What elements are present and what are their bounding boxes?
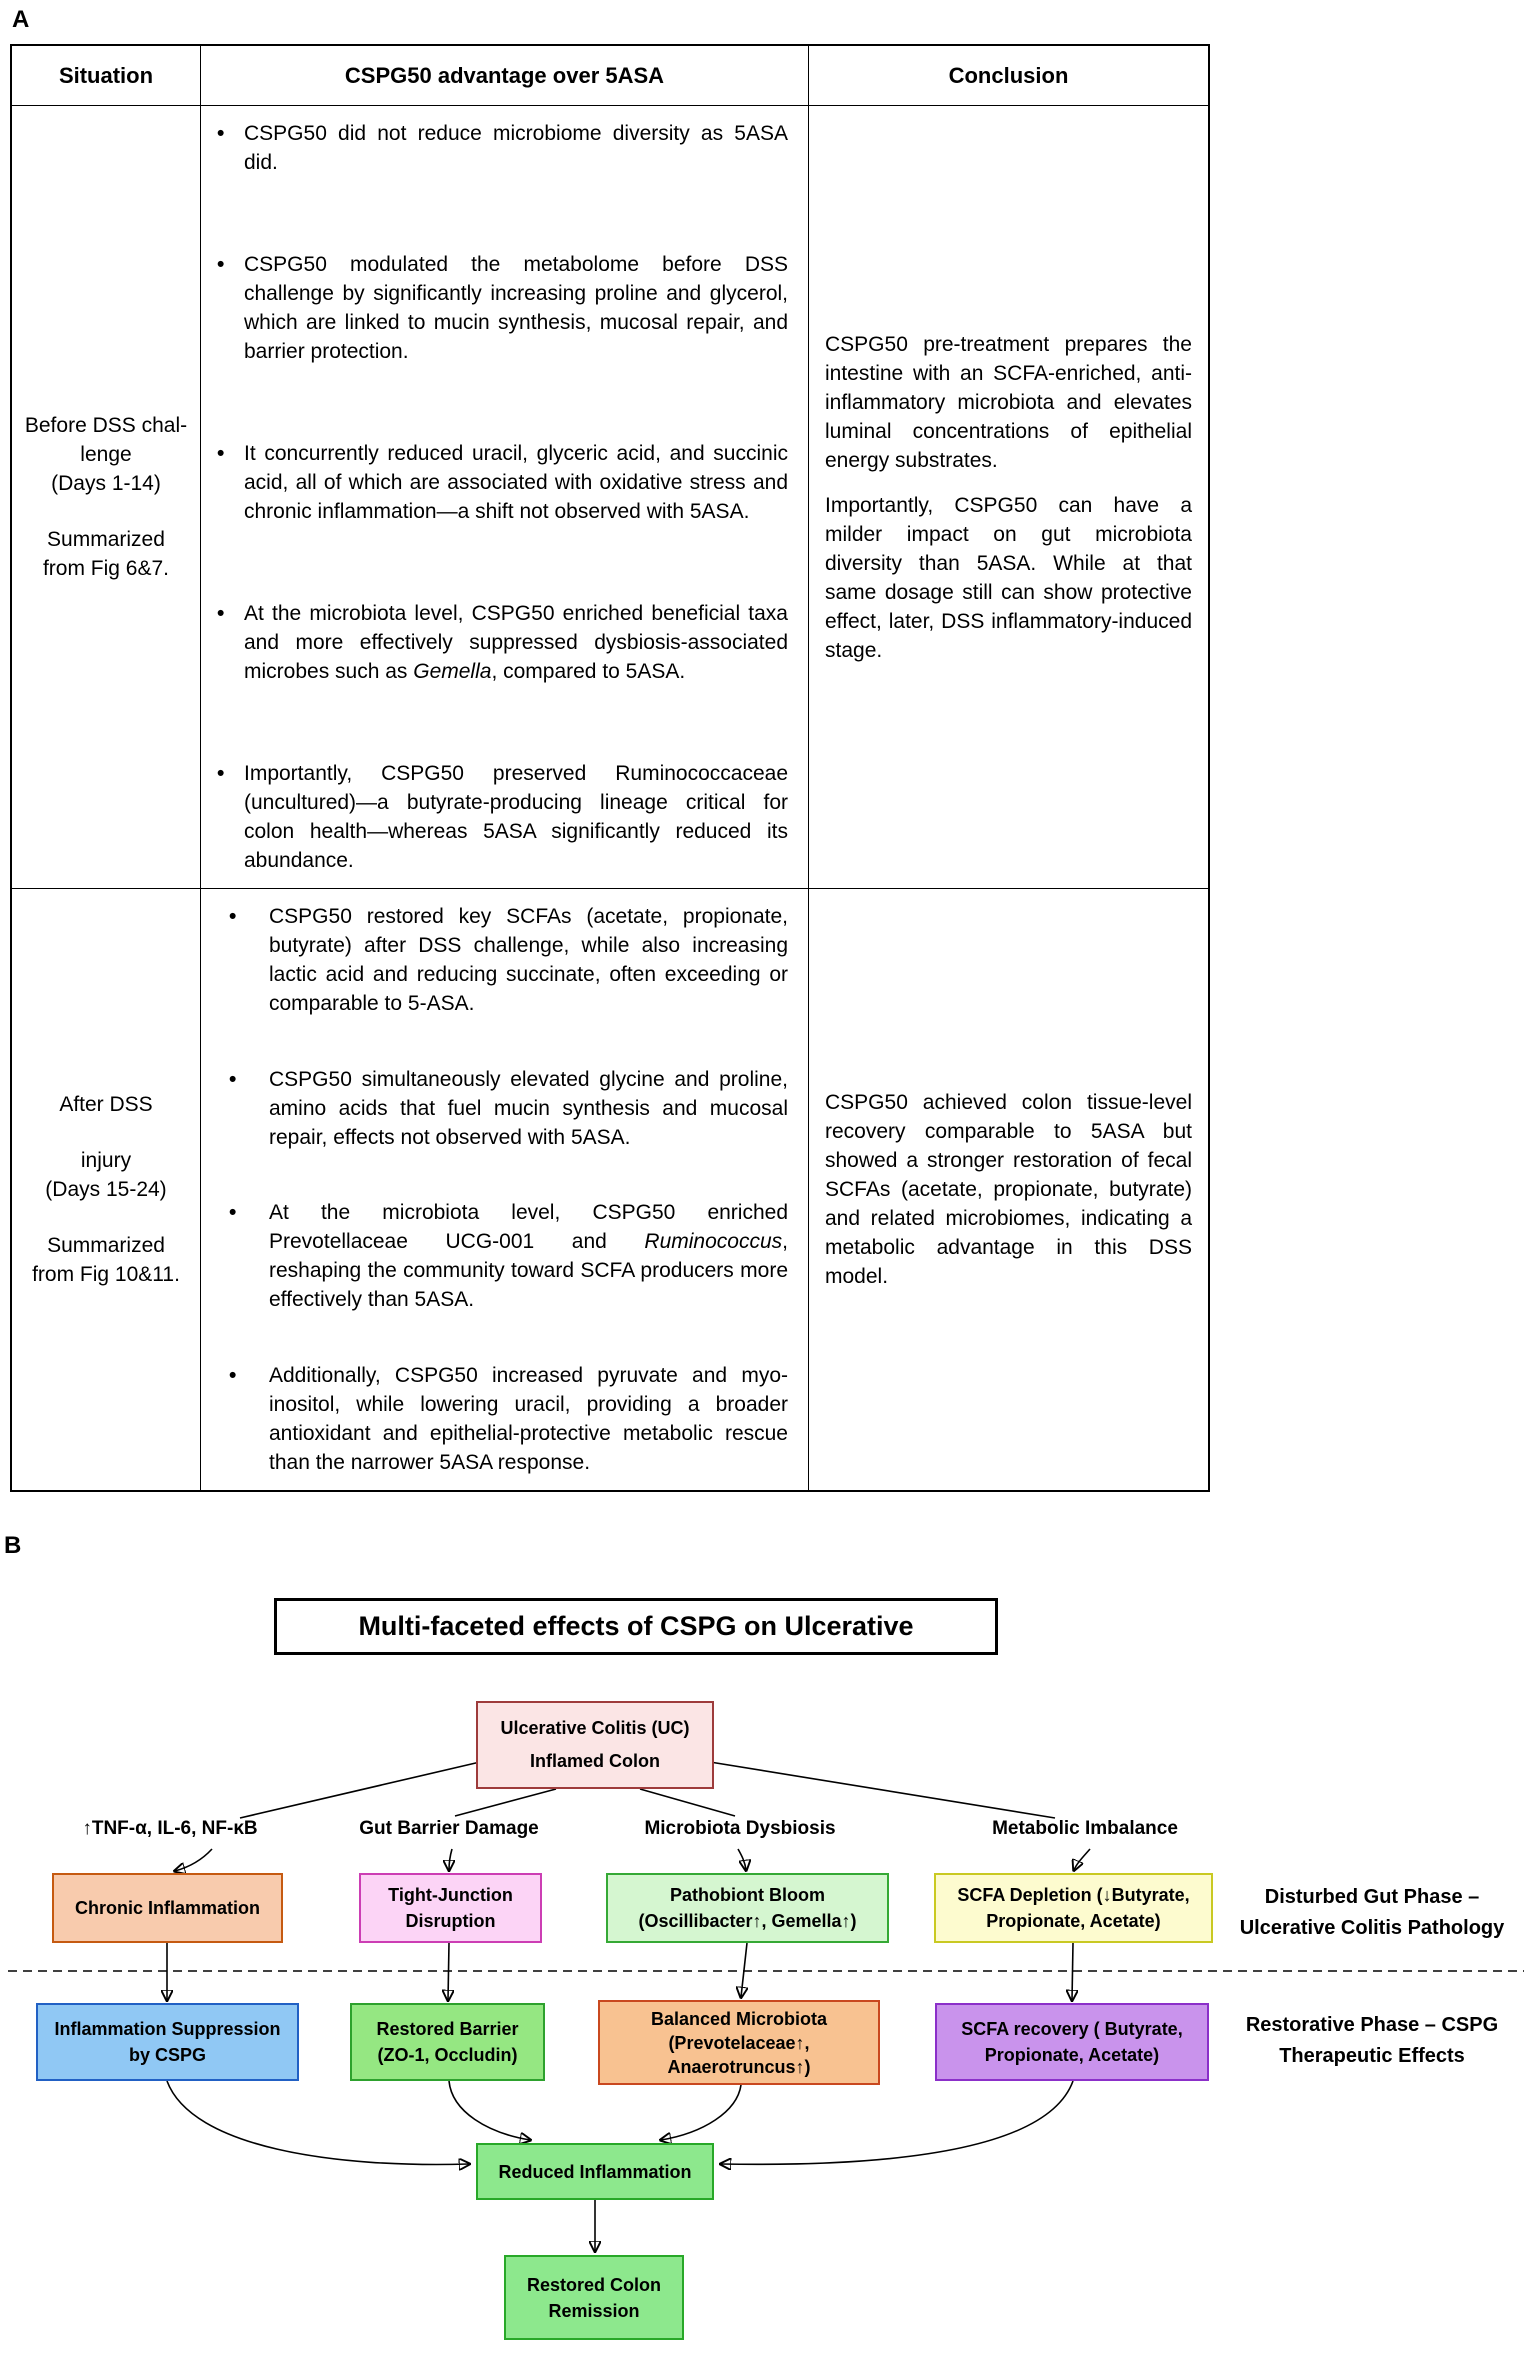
panel-b-label: B [4,1532,22,1559]
situation-source: Summarized from Fig 10&11. [32,1234,180,1286]
node-label: Chronic Inflammation [74,1898,260,1918]
node-tight-junction-disruption: Tight-Junction Disruption [359,1873,542,1943]
panel-a-label: A [12,6,30,33]
table-row1-conclusion-cell: CSPG50 pre-treatment prepares the intest… [809,106,1208,889]
node-label: Pathobiont Bloom (Oscillibacter↑, Gemell… [638,1885,857,1931]
bullet-marker: • [217,253,225,276]
node-label: SCFA Depletion (↓Butyrate, Propionate, A… [957,1885,1190,1931]
node-reduced-inflammation: Reduced Inflammation [476,2143,714,2200]
advantage-bullet: • CSPG50 simultaneously elevated glycine… [217,1065,788,1152]
situation-source: Summarized from Fig 6&7. [42,528,170,580]
arrow-cytokines-to-chronic [175,1848,213,1871]
table-row2-conclusion-cell: CSPG50 achieved colon tissue-level recov… [809,889,1208,1490]
node-balanced-microbiota: Balanced Microbiota (Prevotelaceae↑, Ana… [598,2000,880,2085]
situation-text: After DSS [59,1093,153,1116]
branch-label-metabolic-imbalance: Metabolic Imbalance [992,1818,1178,1839]
column-header-advantage: CSPG50 advantage over 5ASA [201,46,809,106]
node-ulcerative-colitis: Ulcerative Colitis (UC) Inflamed Colon [476,1701,714,1789]
summary-table: Situation CSPG50 advantage over 5ASA Con… [10,44,1210,1492]
node-restored-colon-remission: Restored Colon Remission [504,2255,684,2340]
arrow-balanced-to-reduced [661,2084,742,2140]
advantage-bullet: • CSPG50 restored key SCFAs (acetate, pr… [217,902,788,1018]
table-row2-situation-cell: After DSS injury (Days 15-24) Summarized… [12,889,201,1490]
node-label: SCFA recovery ( Butyrate, Propionate, Ac… [961,2019,1183,2065]
bullet-marker: • [229,1363,237,1387]
conclusion-paragraph: CSPG50 pre-treatment prepares the intest… [825,332,1192,472]
node-label: Restored Barrier (ZO-1, Occludin) [376,2019,519,2065]
advantage-bullet: • At the microbiota level, CSPG50 enrich… [217,599,788,686]
table-row1-situation-cell: Before DSS chal- lenge (Days 1-14) Summa… [12,106,201,889]
branch-label-gut-barrier-damage: Gut Barrier Damage [359,1818,539,1839]
node-label: Ulcerative Colitis (UC) Inflamed Colon [500,1718,690,1771]
bullet-marker: • [217,602,225,625]
arrow-tight-to-barrier [448,1942,449,2000]
bullet-marker: • [217,442,225,465]
node-scfa-depletion: SCFA Depletion (↓Butyrate, Propionate, A… [934,1873,1213,1943]
arrow-recovery-to-reduced [721,2080,1074,2164]
conclusion-paragraph: Importantly, CSPG50 can have a milder im… [825,493,1192,662]
node-inflammation-suppression: Inflammation Suppression by CSPG [36,2003,299,2081]
node-label: Reduced Inflammation [498,2161,692,2182]
arrow-depletion-to-recovery [1072,1942,1073,2000]
conclusion-paragraph: CSPG50 achieved colon tissue-level recov… [825,1091,1192,1288]
line-uc-to-dysbiosis-label [639,1788,736,1817]
node-label: Balanced Microbiota (Prevotelaceae↑, Ana… [650,2008,828,2077]
situation-text: Before DSS chal- lenge (Days 1-14) [24,414,188,495]
node-scfa-recovery: SCFA recovery ( Butyrate, Propionate, Ac… [935,2003,1209,2081]
node-chronic-inflammation: Chronic Inflammation [52,1873,283,1943]
arrow-barrierdamage-to-tight [449,1848,452,1870]
bullet-marker: • [229,1201,237,1225]
column-header-situation: Situation [12,46,201,106]
node-label: Tight-Junction Disruption [388,1885,513,1931]
line-uc-to-metabolic-label [709,1761,1056,1819]
arrow-pathobiont-to-balanced [741,1942,747,1997]
bullet-marker: • [217,122,225,145]
advantage-bullet: • Importantly, CSPG50 preserved Ruminoco… [217,759,788,875]
node-label: Restored Colon Remission [526,2274,661,2321]
column-header-conclusion: Conclusion [809,46,1208,106]
situation-text: injury (Days 15-24) [45,1149,167,1201]
line-uc-to-barrier-label [454,1788,557,1817]
advantage-bullet: • Additionally, CSPG50 increased pyruvat… [217,1361,788,1477]
table-row1-advantage-cell: • CSPG50 did not reduce microbiome diver… [201,106,809,889]
advantage-bullet: • It concurrently reduced uracil, glycer… [217,439,788,526]
line-uc-to-cytokines-label [239,1761,481,1819]
bullet-marker: • [217,762,225,785]
branch-label-microbiota-dysbiosis: Microbiota Dysbiosis [644,1818,836,1839]
arrow-barrier-to-reduced [448,2080,530,2140]
advantage-bullet: • CSPG50 did not reduce microbiome diver… [217,119,788,177]
diagram-title: Multi-faceted effects of CSPG on Ulcerat… [358,1611,914,1641]
node-restored-barrier: Restored Barrier (ZO-1, Occludin) [350,2003,545,2081]
phase-label-restorative: Restorative Phase – CSPG Therapeutic Eff… [1245,2014,1499,2067]
diagram-connectors [8,1761,1524,2367]
bullet-marker: • [229,905,237,928]
bullet-marker: • [229,1067,237,1091]
advantage-bullet: • At the microbiota level, CSPG50 enrich… [217,1198,788,1314]
arrow-dysbiosis-to-pathobiont [737,1848,746,1870]
diagram-title-box: Multi-faceted effects of CSPG on Ulcerat… [274,1598,998,1655]
branch-label-cytokines: ↑TNF-α, IL-6, NF-κB [82,1818,258,1839]
advantage-bullet: • CSPG50 modulated the metabolome before… [217,250,788,366]
table-row2-advantage-cell: • CSPG50 restored key SCFAs (acetate, pr… [201,889,809,1490]
node-pathobiont-bloom: Pathobiont Bloom (Oscillibacter↑, Gemell… [606,1873,889,1943]
arrow-metabolic-to-depletion [1074,1848,1091,1870]
arrow-suppression-to-reduced [166,2080,469,2164]
node-label: Inflammation Suppression by CSPG [54,2019,281,2065]
phase-label-disturbed: Disturbed Gut Phase – Ulcerative Colitis… [1239,1886,1505,1939]
